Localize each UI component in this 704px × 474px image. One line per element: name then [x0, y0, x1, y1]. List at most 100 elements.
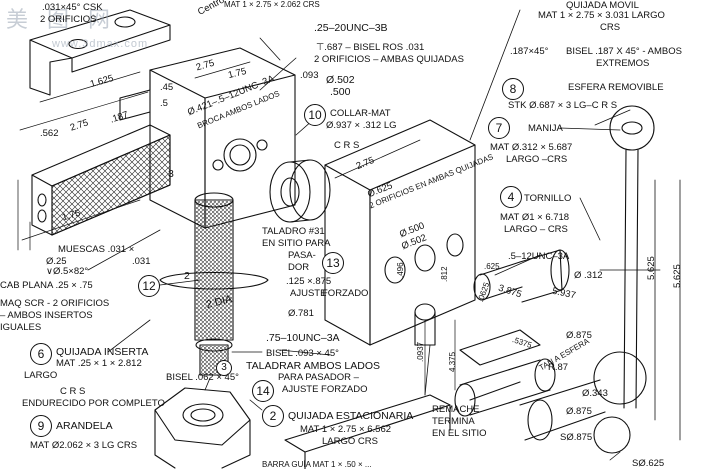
label-mat-6718: MAT Ø1 × 6.718 — [500, 212, 570, 223]
label-endurecido: ENDURECIDO POR COMPLETO — [22, 398, 165, 409]
stationary-jaw-body — [119, 47, 296, 229]
leader-lines — [87, 9, 681, 461]
guide-bar — [284, 394, 451, 470]
label-collar-dim: Ø.937 × .312 LG — [326, 120, 397, 131]
label-mat-arandela: MAT Ø2.062 × 3 LG CRS — [30, 440, 138, 451]
label-d3: 3 — [168, 168, 174, 180]
label-ajuste: AJUSTE — [290, 288, 327, 299]
label-para-pasador: PARA PASADOR – — [278, 372, 359, 383]
label-d562: .562 — [40, 128, 59, 139]
label-unc-3b: .25–20UNC–3B — [314, 22, 388, 34]
label-top-partial: MAT 1 × 2.75 × 2.062 CRS — [224, 0, 320, 9]
label-unc-3a-5: .5–12UNC–3A — [508, 251, 570, 262]
label-mat-movil: MAT 1 × 2.75 × 3.031 LARGO — [538, 10, 665, 21]
callout-13: 13 — [322, 252, 344, 274]
movable-jaw-block — [324, 119, 476, 346]
label-largo-crs-7: LARGO –CRS — [506, 154, 568, 165]
collar-ring — [269, 159, 331, 223]
callout-10: 10 — [304, 104, 326, 126]
label-sd625: SØ.625 — [632, 458, 665, 469]
label-d093: .093 — [300, 70, 319, 81]
label-ajuste-forzado-14: AJUSTE FORZADO — [282, 384, 368, 395]
callout-6: 6 — [30, 343, 52, 365]
label-unc-3a-75: .75–10UNC–3A — [266, 332, 340, 344]
label-manija: MANIJA — [528, 123, 563, 134]
label-dos-orificios: 2 ORIFICIOS – AMBAS QUIJADAS — [314, 54, 464, 65]
label-d502: Ø.502 — [326, 74, 355, 86]
label-d500: .500 — [330, 86, 351, 98]
label-top-csk: .031×45° CSK — [42, 2, 103, 13]
label-d187x45: .187×45° — [510, 46, 549, 57]
label-d031: .031 — [132, 256, 151, 267]
label-sd875: SØ.875 — [560, 432, 593, 443]
screw-end-cylinders — [454, 249, 606, 441]
callout-2: 2 — [262, 405, 284, 427]
hex-nut — [154, 387, 251, 469]
label-d625s: .625 — [484, 262, 500, 271]
label-d4375: 4.375 — [448, 351, 457, 372]
label-dor: DOR — [288, 262, 310, 273]
label-forzado: FORZADO — [322, 288, 369, 299]
label-remache: REMACHE — [432, 404, 480, 415]
label-d5625b: 5.625 — [672, 264, 683, 288]
label-taladro-31: TALADRO #31 — [262, 226, 325, 237]
label-muescas: MUESCAS .031 × — [58, 244, 135, 255]
label-bisel-187: BISEL .187 X 45° - AMBOS — [566, 46, 682, 57]
label-en-el-sitio: EN EL SITIO — [432, 428, 487, 439]
label-stk-687: STK Ø.687 × 3 LG–C R S — [508, 100, 618, 111]
label-d5625: 5.625 — [646, 256, 657, 280]
label-cab-plana: CAB PLANA .25 × .75 — [0, 280, 93, 291]
label-mat-inserta: MAT .25 × 1 × 2.812 — [56, 358, 142, 369]
handle-rod — [593, 105, 655, 454]
label-quijada-inserta: QUIJADA INSERTA — [56, 346, 149, 358]
watermark-url: www.3dmax.com — [52, 38, 149, 50]
callout-14: 14 — [252, 380, 274, 402]
label-largo-crs-2: LARGO CRS — [322, 436, 378, 447]
label-d343: Ø.343 — [582, 388, 608, 399]
label-r87: R.87 — [548, 362, 569, 373]
callout-9: 9 — [30, 415, 52, 437]
label-esfera-removible: ESFERA REMOVIBLE — [568, 82, 664, 93]
label-arandela: ARANDELA — [56, 420, 113, 432]
label-bisel-ros: ⊤.687 – BISEL ROS .031 — [316, 42, 425, 53]
label-maq-scr: MAQ SCR - 2 ORIFICIOS — [0, 298, 110, 309]
label-pasa: PASA- — [288, 250, 316, 261]
label-quijada-movil: QUIJADA MOVIL — [566, 0, 639, 11]
label-d812: .812 — [440, 266, 449, 282]
label-crs-collar: C R S — [334, 140, 360, 151]
label-d496: .496 — [396, 262, 405, 278]
label-d781: Ø.781 — [288, 308, 314, 319]
label-d312: Ø .312 — [574, 270, 603, 281]
insert-plate-top — [29, 9, 171, 96]
label-iguales: IGUALES — [0, 322, 42, 333]
label-d0937: .0937 — [416, 341, 425, 362]
label-d45: .45 — [160, 82, 174, 93]
label-d875b: Ø.875 — [566, 406, 592, 417]
label-d875: Ø.875 — [566, 330, 592, 341]
callout-7: 7 — [488, 117, 510, 139]
label-bisel-062: BISEL .062 × 45° — [166, 372, 239, 383]
threaded-screw — [159, 192, 269, 376]
label-crs-top: CRS — [600, 22, 621, 33]
label-v5x82: ∨Ø.5×82° — [46, 266, 89, 277]
label-ambos-insertos: – AMBOS INSERTOS — [0, 310, 93, 321]
label-bisel-093: BISEL .093 × 45° — [266, 348, 339, 359]
label-largo-crs-4: LARGO – CRS — [504, 224, 568, 235]
label-mat-312: MAT Ø.312 × 5.687 — [490, 142, 573, 153]
label-taladrar: TALADRAR AMBOS LADOS — [246, 360, 381, 372]
label-quijada-estacionaria: QUIJADA ESTACIONARIA — [288, 410, 414, 422]
label-bottom-partial: BARRA GUÍA MAT 1 × .50 × ... — [262, 460, 372, 469]
callout-12: 12 — [138, 275, 160, 297]
label-en-sitio: EN SITIO PARA — [262, 238, 331, 249]
dimension-lines — [17, 61, 456, 396]
label-tornillo: TORNILLO — [524, 193, 572, 204]
callout-3: 3 — [216, 360, 232, 376]
knurled-jaw-insert — [31, 124, 171, 236]
label-d2: 2 — [184, 270, 190, 282]
label-termina: TERMINA — [432, 416, 475, 427]
label-top-orificios: 2 ORIFICIOS — [40, 14, 97, 25]
label-collar-mat: COLLAR-MAT — [330, 108, 391, 119]
label-d25: Ø.25 — [46, 256, 67, 267]
label-d125x875: .125 ×.875 — [286, 276, 332, 287]
